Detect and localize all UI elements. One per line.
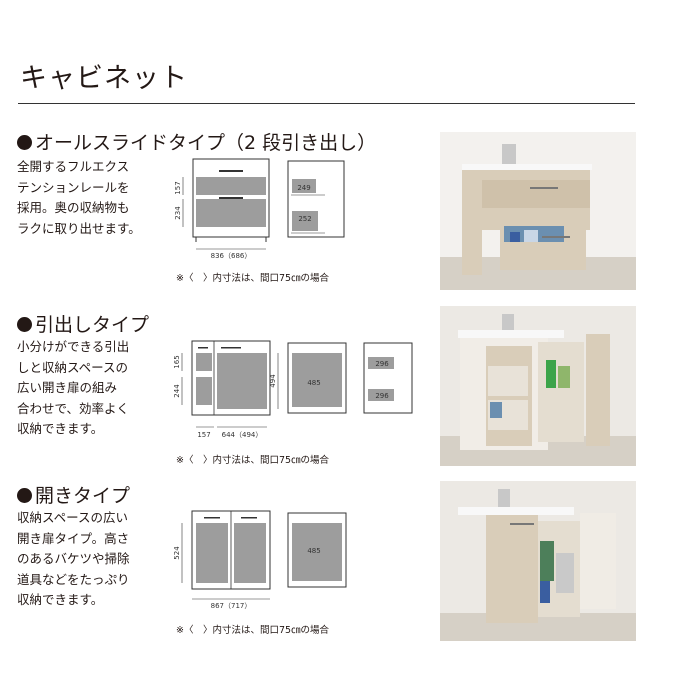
side-door-storage	[292, 353, 342, 407]
drawer-upper-storage	[196, 353, 212, 371]
section-heading-all-slide: オールスライドタイプ（2 段引き出し）	[17, 128, 376, 155]
lower-drawer-handle	[219, 197, 243, 199]
door-storage	[217, 353, 267, 409]
dim-upper-depth: 249	[297, 184, 310, 192]
dim-door-width: 644（494）	[222, 431, 263, 439]
diagram-door-type: 524 867（717） 485	[173, 510, 347, 610]
dim-side-drawer-lower: 296	[375, 392, 389, 400]
bullet-dot-icon	[17, 317, 32, 332]
section-heading-drawer-type: 引出しタイプ	[17, 310, 149, 337]
dim-lower-depth: 252	[298, 215, 311, 223]
dimension-note-all-slide: ※〈 〉内寸法は、間口75㎝の場合	[176, 273, 330, 284]
dimension-note-door-type: ※〈 〉内寸法は、間口75㎝の場合	[176, 625, 330, 636]
side-upper-storage	[292, 179, 316, 193]
diagram-all-slide: 157 234 836（686） 249 252	[174, 158, 345, 260]
page-title: キャビネット	[20, 63, 188, 94]
bullet-dot-icon	[17, 488, 32, 503]
dim-door-height: 524	[173, 546, 181, 560]
dim-width: 836（686）	[211, 252, 252, 260]
section-description-drawer-type: 小分けができる引出 しと収納スペースの 広い開き扉の組み 合わせで、効率よく 収…	[17, 339, 130, 436]
dim-drawer-upper: 165	[173, 355, 181, 368]
vanity-double-door-photo-icon	[440, 481, 636, 641]
section-heading-door-type: 開きタイプ	[17, 481, 130, 508]
vanity-drawer-door-photo-icon	[440, 306, 636, 466]
dim-upper-height: 157	[174, 181, 182, 194]
photo-all-slide	[440, 132, 636, 290]
dim-door-height: 494	[269, 374, 277, 388]
side-drawer-upper	[368, 357, 394, 369]
dim-drawer-width: 157	[197, 431, 210, 439]
dim-depth: 485	[307, 547, 320, 555]
upper-drawer-handle	[219, 170, 243, 172]
upper-drawer-storage	[196, 177, 266, 195]
left-door-storage	[196, 523, 228, 583]
side-drawer-outline	[363, 342, 413, 414]
dim-width: 867（717）	[211, 602, 252, 610]
section-description-all-slide: 全開するフルエクス テンションレールを 採用。奥の収納物も ラクに取り出せます。	[17, 159, 141, 236]
photo-drawer-type	[440, 306, 636, 466]
side-storage	[292, 523, 342, 581]
dim-side-drawer-upper: 296	[375, 360, 389, 368]
dim-lower-height: 234	[174, 206, 182, 220]
side-drawer-lower	[368, 389, 394, 401]
bullet-dot-icon	[17, 135, 32, 150]
right-door-storage	[234, 523, 266, 583]
drawer-lower-storage	[196, 377, 212, 405]
photo-door-type	[440, 481, 636, 641]
dimension-note-drawer-type: ※〈 〉内寸法は、間口75㎝の場合	[176, 455, 330, 466]
vanity-slide-drawers-photo-icon	[440, 132, 636, 290]
side-lower-storage	[292, 211, 318, 231]
diagram-drawer-type: 165 244 157 644（494） 494 485 296 296	[173, 340, 413, 439]
title-divider	[18, 103, 635, 104]
section-description-door-type: 収納スペースの広い 開き扉タイプ。高さ のあるバケツや掃除 道具などをたっぷり …	[17, 510, 130, 607]
lower-drawer-storage	[196, 199, 266, 227]
dim-drawer-lower: 244	[173, 384, 181, 398]
dim-door-depth: 485	[307, 379, 320, 387]
